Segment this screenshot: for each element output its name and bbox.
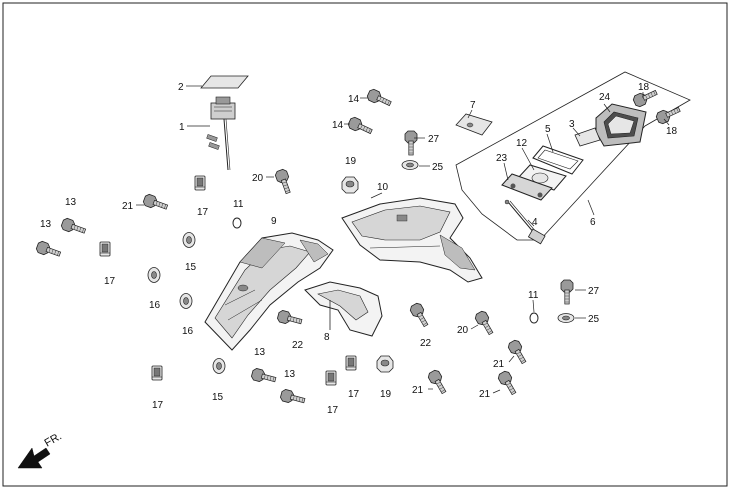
callout-25-top: 25 bbox=[432, 162, 444, 173]
callout-labels: 2 1 14 14 7 27 25 19 20 10 21 17 11 9 13… bbox=[40, 82, 678, 416]
clip-17-c bbox=[151, 365, 163, 381]
callout-17-b: 17 bbox=[104, 276, 116, 287]
clip-17-e bbox=[325, 370, 337, 386]
callout-3: 3 bbox=[569, 119, 575, 130]
lamp-housing-part-23 bbox=[501, 173, 553, 201]
clip-17-b bbox=[99, 241, 111, 257]
callout-1: 1 bbox=[179, 122, 185, 133]
callout-13-b: 13 bbox=[40, 219, 52, 230]
callout-17-c: 17 bbox=[152, 400, 164, 411]
bracket-part-8 bbox=[304, 281, 383, 337]
callout-15-b: 15 bbox=[212, 392, 224, 403]
callout-22-center: 22 bbox=[420, 338, 432, 349]
callout-8: 8 bbox=[324, 332, 330, 343]
grommet-15-b bbox=[212, 358, 226, 374]
bracket-part-3 bbox=[574, 127, 601, 147]
callout-20-right: 20 bbox=[457, 325, 469, 336]
callout-11-left: 11 bbox=[233, 199, 244, 210]
washer-25-right bbox=[557, 313, 575, 323]
rear-fender-part-10 bbox=[341, 197, 483, 283]
callout-4: 4 bbox=[532, 217, 538, 228]
callout-17-d: 17 bbox=[348, 389, 360, 400]
front-arrow-icon bbox=[17, 447, 51, 469]
callout-19-bottom: 19 bbox=[380, 389, 392, 400]
callout-7: 7 bbox=[470, 100, 476, 111]
callout-11-right: 11 bbox=[528, 290, 539, 301]
lamp-cover-part-2 bbox=[200, 75, 249, 89]
callout-15-a: 15 bbox=[185, 262, 197, 273]
lens-part-12 bbox=[517, 164, 567, 191]
callout-27-right: 27 bbox=[588, 286, 600, 297]
callout-23: 23 bbox=[496, 153, 508, 164]
grommet-16-a bbox=[147, 267, 161, 283]
wire-harness-part-4 bbox=[504, 199, 546, 245]
callout-6: 6 bbox=[590, 217, 596, 228]
nut-19-top bbox=[341, 176, 359, 194]
callout-14-top: 14 bbox=[348, 94, 360, 105]
callout-9: 9 bbox=[271, 216, 277, 227]
rear-fender-part-9 bbox=[204, 232, 334, 351]
clip-17-d bbox=[345, 355, 357, 371]
callout-5: 5 bbox=[545, 124, 551, 135]
callout-13-a: 13 bbox=[65, 197, 77, 208]
lens-gasket-part-5 bbox=[532, 145, 584, 175]
callout-12: 12 bbox=[516, 138, 528, 149]
callout-21-left: 21 bbox=[122, 201, 134, 212]
lamp-unit-part-1 bbox=[200, 75, 249, 171]
tail-light-assembly-outline bbox=[455, 71, 691, 241]
grommet-16-b bbox=[179, 293, 193, 309]
nut-19-bottom bbox=[376, 355, 394, 373]
callout-10: 10 bbox=[377, 182, 389, 193]
callout-17-a: 17 bbox=[197, 207, 209, 218]
callout-16-a: 16 bbox=[149, 300, 161, 311]
grommet-15-a bbox=[182, 232, 196, 248]
callout-20-left: 20 bbox=[252, 173, 264, 184]
callout-27-top: 27 bbox=[428, 134, 440, 145]
callout-17-e: 17 bbox=[327, 405, 339, 416]
callout-13-d: 13 bbox=[284, 369, 296, 380]
tail-lamp-part-24 bbox=[595, 103, 647, 147]
callout-22-left: 22 bbox=[292, 340, 304, 351]
leader-lines bbox=[136, 85, 670, 394]
washer-25-top bbox=[401, 160, 419, 170]
callout-21-right-a: 21 bbox=[493, 359, 505, 370]
bracket-part-7 bbox=[455, 113, 493, 136]
callout-21-center: 21 bbox=[412, 385, 424, 396]
callout-21-right-b: 21 bbox=[479, 389, 491, 400]
callout-18-lower: 18 bbox=[666, 126, 678, 137]
clip-17-a bbox=[194, 175, 206, 191]
callout-13-c: 13 bbox=[254, 347, 266, 358]
callout-24: 24 bbox=[599, 92, 611, 103]
callout-16-b: 16 bbox=[182, 326, 194, 337]
callout-19-top: 19 bbox=[345, 156, 357, 167]
callout-14-lower: 14 bbox=[332, 120, 344, 131]
callout-18-top: 18 bbox=[638, 82, 650, 93]
callout-25-right: 25 bbox=[588, 314, 600, 325]
callout-2: 2 bbox=[178, 82, 184, 93]
